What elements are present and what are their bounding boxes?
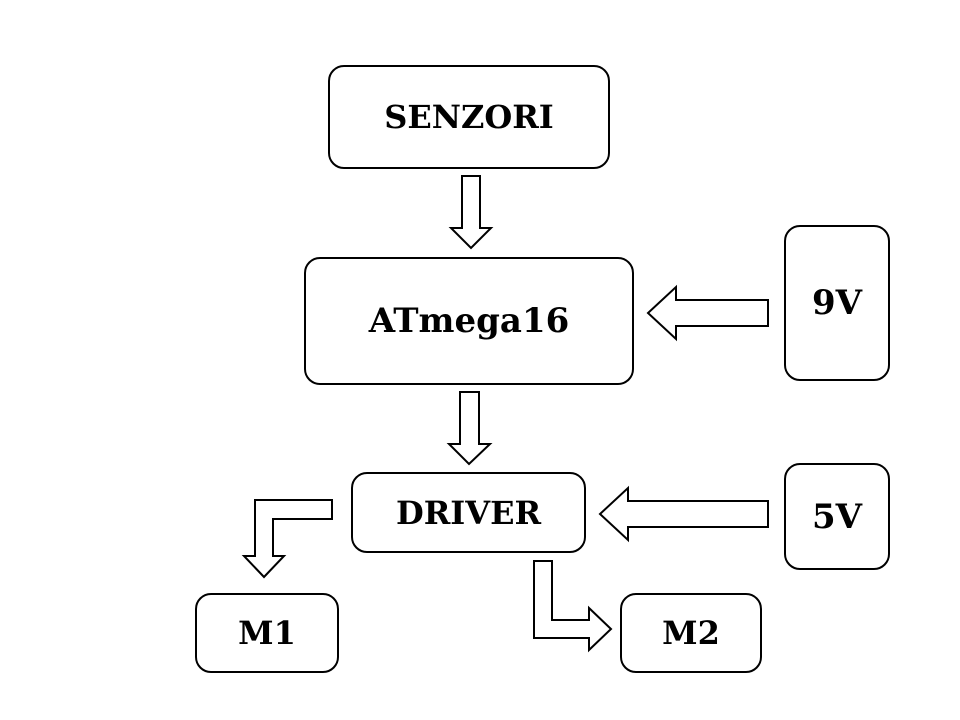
node-m1: M1	[195, 593, 339, 673]
arrow-9v-to-atmega	[646, 284, 769, 342]
node-atmega16: ATmega16	[304, 257, 634, 385]
arrow-senzori-to-atmega	[448, 175, 494, 250]
node-5v: 5V	[784, 463, 890, 570]
arrow-driver-to-m2	[533, 560, 613, 653]
node-senzori: SENZORI	[328, 65, 610, 169]
node-driver: DRIVER	[351, 472, 586, 553]
arrow-atmega-to-driver	[446, 391, 493, 466]
node-9v: 9V	[784, 225, 890, 381]
node-label: SENZORI	[384, 98, 554, 136]
node-label: 9V	[811, 283, 863, 323]
node-label: ATmega16	[368, 301, 570, 341]
node-label: M2	[662, 614, 720, 652]
node-label: M1	[238, 614, 296, 652]
node-label: 5V	[811, 496, 863, 537]
node-label: DRIVER	[395, 493, 542, 532]
node-m2: M2	[620, 593, 762, 673]
arrow-5v-to-driver	[598, 485, 769, 543]
arrow-driver-to-m1	[241, 499, 333, 579]
